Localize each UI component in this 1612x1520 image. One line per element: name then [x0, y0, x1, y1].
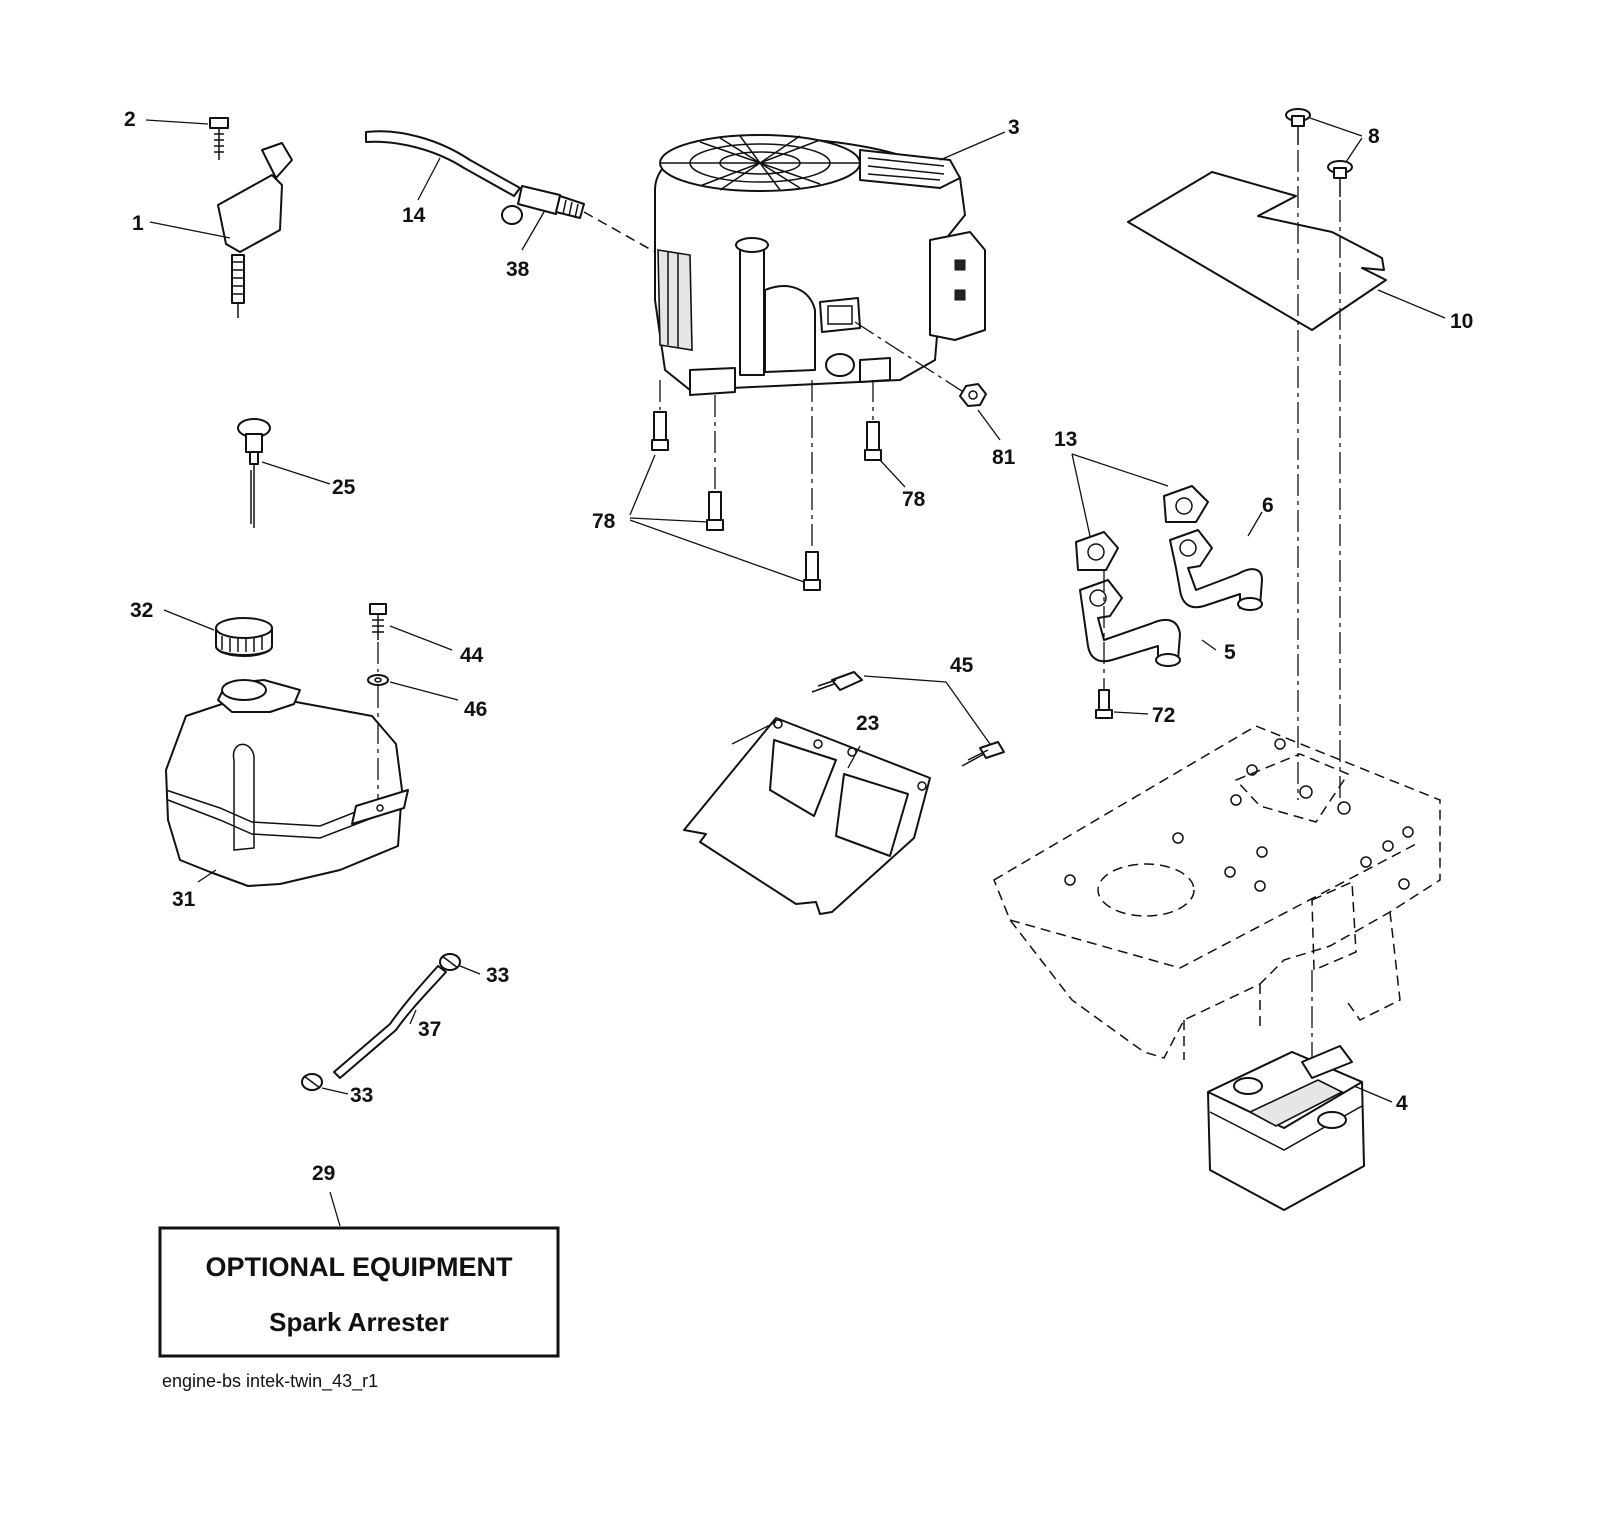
- fuel-hose: [365, 130, 521, 197]
- fuel-cap: [215, 617, 273, 657]
- callout-46: 46: [464, 698, 487, 721]
- callout-10: 10: [1450, 310, 1473, 333]
- engine-plate: [683, 717, 931, 915]
- fuel-valve-fitting: [501, 185, 585, 225]
- heat-shield-screws: [1285, 108, 1353, 197]
- exhaust-pipe-left: [1079, 579, 1181, 667]
- heat-shield: [1127, 171, 1387, 331]
- muffler: [1207, 1045, 1365, 1211]
- callout-44: 44: [460, 644, 484, 667]
- callout-8: 8: [1368, 125, 1380, 148]
- hose-clamps: [301, 953, 461, 1091]
- exhaust-pipe-right: [1169, 529, 1263, 611]
- callout-72: 72: [1152, 704, 1175, 727]
- callout-37: 37: [418, 1018, 441, 1041]
- tank-screw: [369, 603, 387, 640]
- callout-14: 14: [402, 204, 426, 227]
- optional-equipment-subtitle: Spark Arrester: [269, 1307, 449, 1337]
- exhaust-gaskets: [1075, 485, 1209, 571]
- callout-4: 4: [1396, 1092, 1408, 1115]
- engine-mount-bolts: [651, 380, 882, 591]
- exhaust-nut: [959, 383, 987, 407]
- tank-washer: [367, 674, 389, 686]
- callout-2: 2: [124, 108, 136, 131]
- callout-3: 3: [1008, 116, 1020, 139]
- chassis-frame-reference: [993, 725, 1441, 1060]
- callout-25: 25: [332, 476, 356, 499]
- callout-29: 29: [312, 1162, 335, 1185]
- engine: [654, 134, 986, 396]
- callout-32: 32: [130, 599, 153, 622]
- bracket-screw: [209, 117, 229, 160]
- callout-78-right: 78: [902, 488, 926, 511]
- callout-31: 31: [172, 888, 196, 911]
- fuel-line: [333, 965, 447, 1079]
- throttle-control-bracket: [217, 142, 293, 318]
- callout-1: 1: [132, 212, 144, 235]
- callout-81: 81: [992, 446, 1016, 469]
- callout-78-left: 78: [592, 510, 616, 533]
- callout-45: 45: [950, 654, 974, 677]
- callout-33-top: 33: [486, 964, 509, 987]
- dipstick: [237, 418, 271, 528]
- pipe-bolt: [1095, 570, 1113, 719]
- fuel-tank: [165, 679, 409, 887]
- callout-6: 6: [1262, 494, 1274, 517]
- optional-equipment-box: OPTIONAL EQUIPMENT Spark Arrester: [158, 1226, 560, 1358]
- callout-33-bottom: 33: [350, 1084, 373, 1107]
- callout-13: 13: [1054, 428, 1077, 451]
- optional-equipment-title: OPTIONAL EQUIPMENT: [205, 1252, 513, 1282]
- callout-38: 38: [506, 258, 530, 281]
- callout-5: 5: [1224, 641, 1236, 664]
- drawing-code: engine-bs intek-twin_43_r1: [162, 1371, 378, 1392]
- callout-23: 23: [856, 712, 879, 735]
- plate-screws: [811, 671, 1005, 767]
